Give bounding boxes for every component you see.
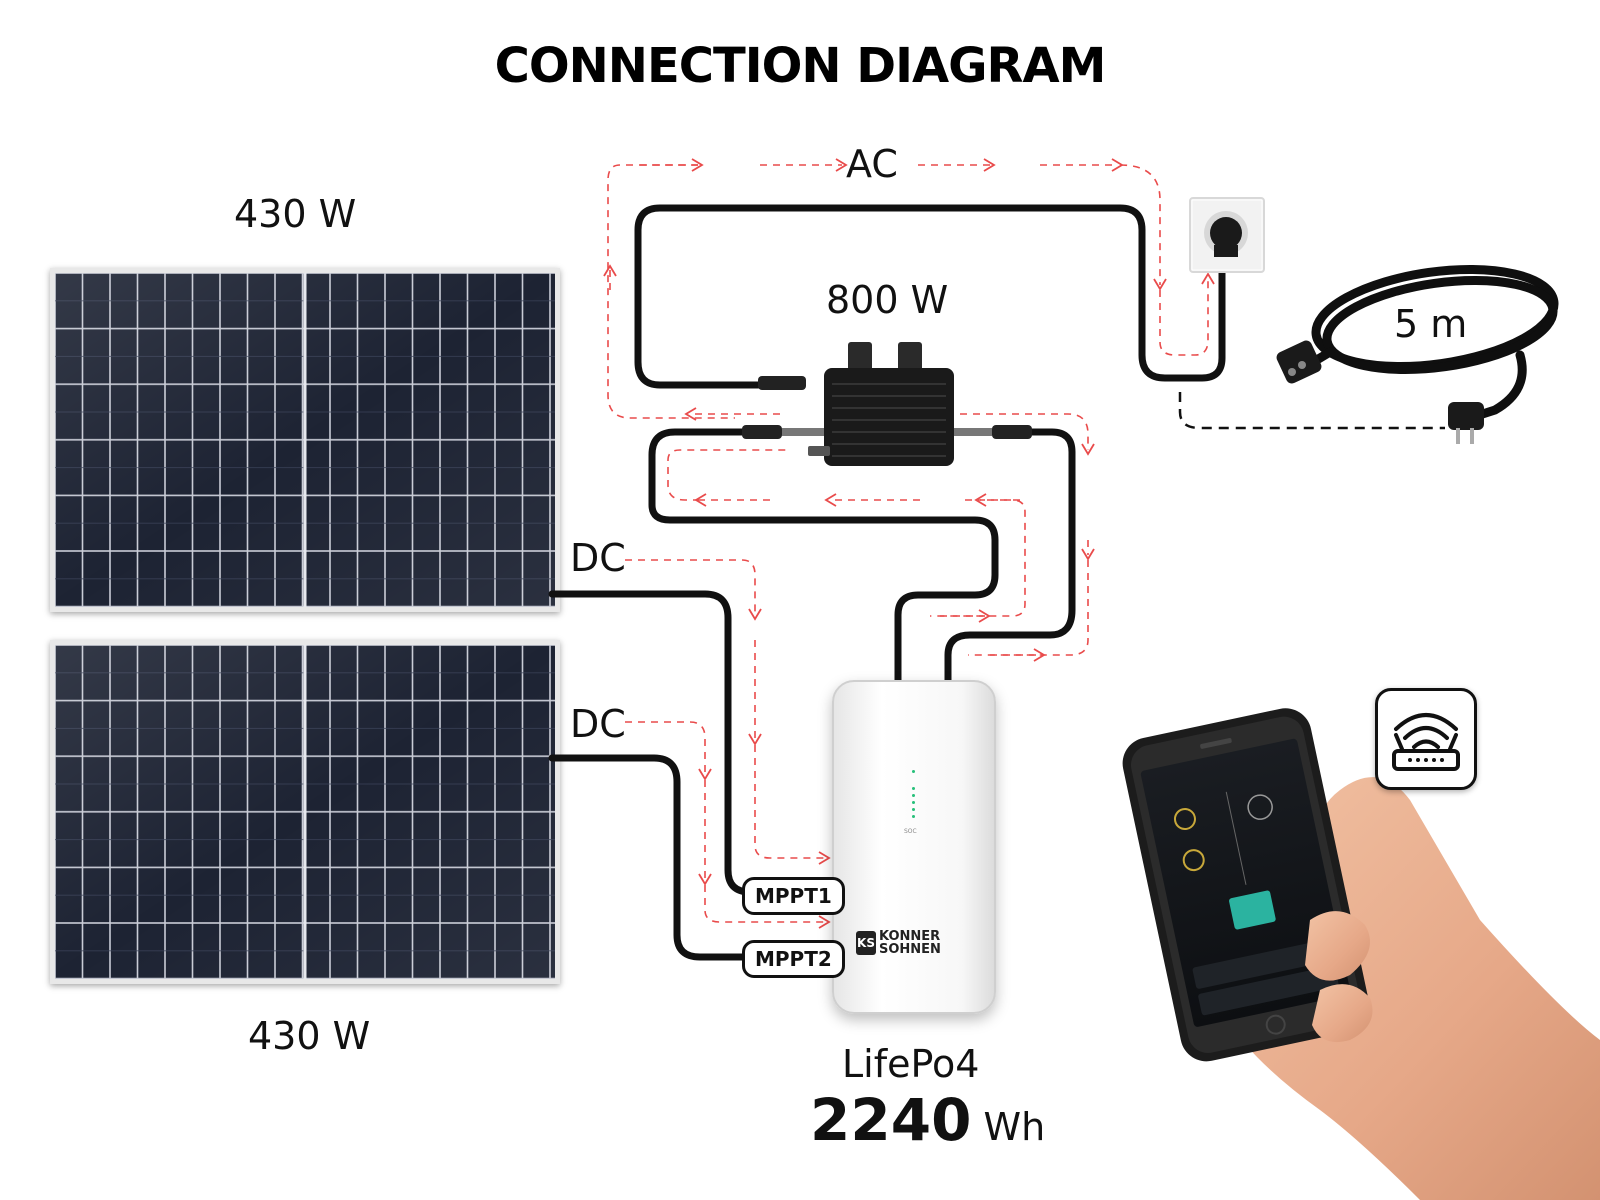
battery-capacity: 2240 Wh	[810, 1086, 1045, 1154]
plug-ends	[1276, 340, 1484, 444]
wifi-router-icon	[1375, 688, 1477, 790]
battery-capacity-value: 2240	[810, 1086, 972, 1154]
soc-led	[912, 787, 915, 790]
panel-bottom-power: 430 W	[248, 1014, 371, 1058]
soc-led	[912, 770, 915, 773]
ac-label: AC	[846, 142, 898, 186]
soc-led	[912, 794, 915, 797]
wifi-router-glyph	[1392, 713, 1460, 771]
soc-label: SOC	[904, 828, 917, 835]
wall-socket-icon	[1189, 197, 1265, 273]
brand-mark-icon: KS	[856, 931, 876, 955]
diagram-title: CONNECTION DIAGRAM	[494, 38, 1107, 94]
cable-length: 5 m	[1394, 302, 1468, 346]
inverter-power: 800 W	[826, 278, 949, 322]
black-cables	[548, 204, 1226, 961]
battery-capacity-unit: Wh	[983, 1105, 1046, 1149]
soc-led	[912, 801, 915, 804]
brand-line-1: KONNER	[879, 929, 941, 944]
micro-inverter	[742, 342, 1032, 466]
smartphone-app-icon	[1122, 708, 1600, 1200]
soc-led	[912, 815, 915, 818]
solar-panel-bottom	[50, 640, 560, 984]
dc-label-bottom: DC	[570, 702, 626, 746]
solar-panel-bottom-cells	[55, 645, 555, 979]
solar-panel-top-cells	[55, 273, 555, 607]
mppt1-label: MPPT1	[742, 877, 845, 915]
dc-label-top: DC	[570, 536, 626, 580]
mppt2-label: MPPT2	[742, 940, 845, 978]
solar-panel-top	[50, 268, 560, 612]
panel-top-power: 430 W	[234, 192, 357, 236]
battery-chemistry: LifePo4	[842, 1042, 980, 1086]
brand-line-2: SOHNEN	[879, 942, 941, 957]
soc-led	[912, 808, 915, 811]
energy-flow-arrows	[603, 158, 1215, 929]
cable-link-dashed	[1178, 392, 1445, 430]
